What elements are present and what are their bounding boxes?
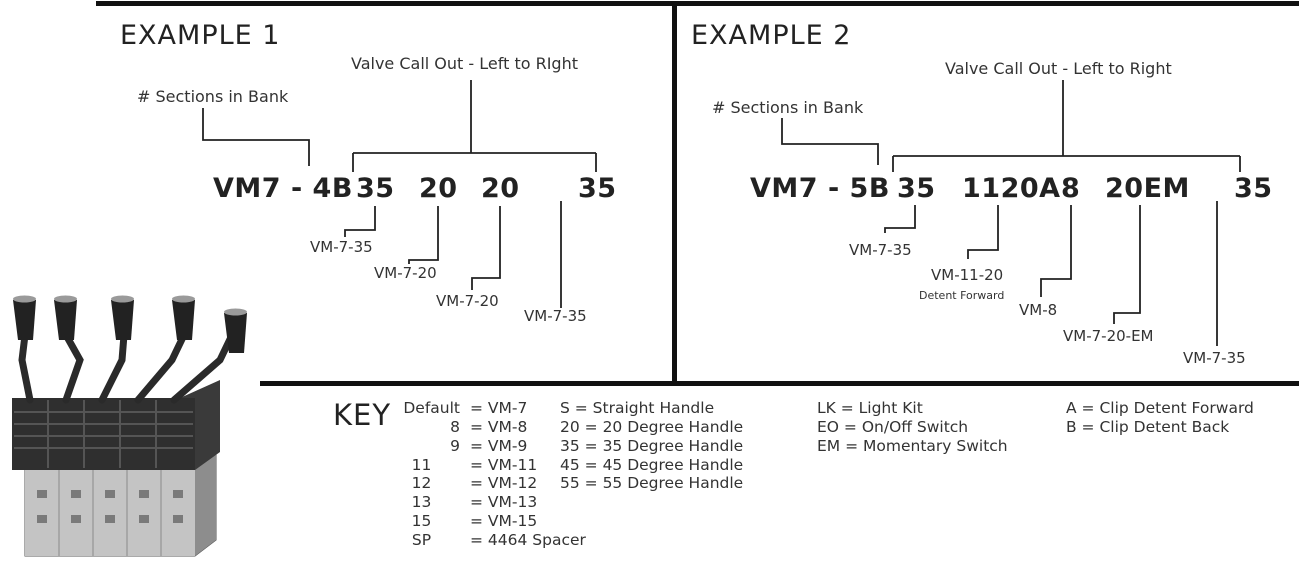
key-option-entry: EM = Momentary Switch <box>817 437 1008 455</box>
ex1-sections-connector <box>202 108 310 166</box>
example2-heading: EXAMPLE 2 <box>691 20 852 51</box>
ex2-leader-4 <box>1113 205 1141 324</box>
example2-section-5: 35 <box>1234 173 1273 204</box>
example2-bank-code: VM7 - 5B <box>750 173 890 204</box>
example1-section-4: 35 <box>578 173 617 204</box>
key-value: VM-11 <box>487 456 538 474</box>
ex1-leader-3 <box>471 206 501 290</box>
key-code: 11 <box>411 456 432 474</box>
example2-sub-2: VM-11-20 <box>931 266 1004 284</box>
key-value: VM-15 <box>487 512 538 530</box>
valve-bank-image <box>12 295 247 557</box>
example2-section-1: 35 <box>897 173 936 204</box>
example2-section-4: 20EM <box>1105 173 1190 204</box>
example2-sub-1: VM-7-35 <box>849 241 912 259</box>
example2-sub-4: VM-7-20-EM <box>1063 327 1154 345</box>
key-option-entry: EO = On/Off Switch <box>817 418 969 436</box>
example1-sections-label: # Sections in Bank <box>137 87 289 106</box>
example1-section-2: 20 <box>419 173 458 204</box>
key-code: 8 <box>450 418 460 436</box>
key-value: VM-9 <box>487 437 528 455</box>
example1-section-1: 35 <box>356 173 395 204</box>
key-code: 12 <box>411 474 432 492</box>
key-handle-entry: 55 = 55 Degree Handle <box>560 474 744 492</box>
example2-callout-label: Valve Call Out - Left to Right <box>945 59 1172 78</box>
key-code: 15 <box>411 512 432 530</box>
example2-sub-5: VM-7-35 <box>1183 349 1246 367</box>
example2-section-3: 8 <box>1061 173 1081 204</box>
example1-connectors <box>202 80 597 308</box>
key-handle-entry: 35 = 35 Degree Handle <box>560 437 744 455</box>
key-value: 4464 Spacer <box>487 531 586 549</box>
ex2-leader-1 <box>884 205 916 233</box>
example1-sub-2: VM-7-20 <box>374 264 437 282</box>
example2-connectors <box>781 80 1241 346</box>
ex2-leader-2 <box>967 205 999 259</box>
key-detent-entry: B = Clip Detent Back <box>1066 418 1230 436</box>
example2-sections-label: # Sections in Bank <box>712 98 864 117</box>
example1-bank-code: VM7 - 4B <box>213 173 353 204</box>
example2-section-2: 1120A <box>962 173 1061 204</box>
key-title: KEY <box>333 398 392 432</box>
example1-sub-4: VM-7-35 <box>524 307 587 325</box>
key-value: VM-12 <box>487 474 538 492</box>
key-value: VM-13 <box>487 493 538 511</box>
example1-sub-3: VM-7-20 <box>436 292 499 310</box>
example1-sub-1: VM-7-35 <box>310 238 373 256</box>
ex2-sections-connector <box>781 118 879 165</box>
key-code: Default <box>403 399 460 417</box>
key-detent-entry: A = Clip Detent Forward <box>1066 399 1254 417</box>
key-handle-entry: 45 = 45 Degree Handle <box>560 456 744 474</box>
example2-sub-3: VM-8 <box>1019 301 1058 319</box>
key-code: 9 <box>450 437 460 455</box>
example1-section-3: 20 <box>481 173 520 204</box>
key-handle-entry: S = Straight Handle <box>560 399 715 417</box>
key-code: 13 <box>411 493 432 511</box>
key-handle-entry: 20 = 20 Degree Handle <box>560 418 744 436</box>
example1-callout-label: Valve Call Out - Left to RIght <box>351 54 578 73</box>
key-option-entry: LK = Light Kit <box>817 399 923 417</box>
key-value: VM-7 <box>487 399 528 417</box>
ex1-leader-2 <box>408 206 439 264</box>
ex1-leader-1 <box>344 206 376 237</box>
example1-heading: EXAMPLE 1 <box>120 20 281 51</box>
ex2-leader-3 <box>1040 205 1072 297</box>
key-value: VM-8 <box>487 418 528 436</box>
example2-sub-2-note: Detent Forward <box>919 289 1005 302</box>
key-code: SP <box>411 531 432 549</box>
